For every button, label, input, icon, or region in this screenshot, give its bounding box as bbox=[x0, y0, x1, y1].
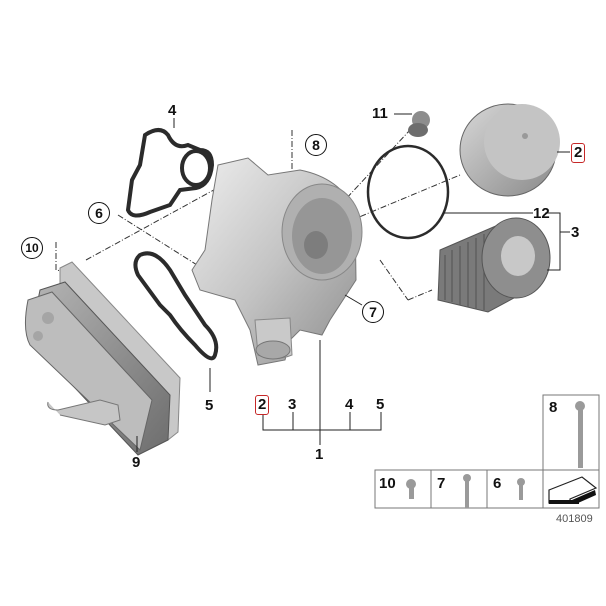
label-11: 11 bbox=[372, 105, 388, 122]
legend-bolts bbox=[406, 401, 585, 508]
legend-number-6: 6 bbox=[493, 475, 502, 492]
callout-8: 8 bbox=[305, 134, 327, 156]
o-ring-12 bbox=[366, 144, 450, 240]
oil-cooler-9 bbox=[24, 261, 181, 456]
legend-number-8: 8 bbox=[549, 399, 558, 416]
reference-number: 401809 bbox=[556, 513, 593, 525]
plug-11 bbox=[408, 111, 430, 137]
label-2-bottom: 2 bbox=[255, 395, 270, 415]
callout-7: 7 bbox=[362, 301, 384, 323]
legend-number-10: 10 bbox=[379, 475, 396, 492]
gasket-4 bbox=[125, 128, 215, 218]
label-5-left: 5 bbox=[205, 397, 214, 414]
label-4-bottom: 4 bbox=[345, 396, 354, 413]
filter-element-3 bbox=[437, 217, 551, 313]
gasket-5 bbox=[133, 251, 219, 361]
filter-housing-1 bbox=[191, 157, 363, 366]
callout-10: 10 bbox=[21, 237, 43, 259]
label-5-bottom: 5 bbox=[376, 396, 385, 413]
label-1: 1 bbox=[315, 446, 324, 463]
direction-arrow-icon bbox=[548, 476, 598, 504]
leader-lines bbox=[136, 113, 570, 452]
legend-grid bbox=[374, 394, 600, 509]
label-9: 9 bbox=[132, 454, 141, 471]
legend-number-7: 7 bbox=[437, 475, 446, 492]
label-12: 12 bbox=[533, 205, 550, 222]
label-3-bottom: 3 bbox=[288, 396, 297, 413]
label-2-top: 2 bbox=[571, 143, 586, 163]
label-3-right: 3 bbox=[571, 224, 580, 241]
filter-cap-2 bbox=[459, 103, 560, 197]
callout-6: 6 bbox=[88, 202, 110, 224]
label-4-top: 4 bbox=[168, 102, 177, 119]
